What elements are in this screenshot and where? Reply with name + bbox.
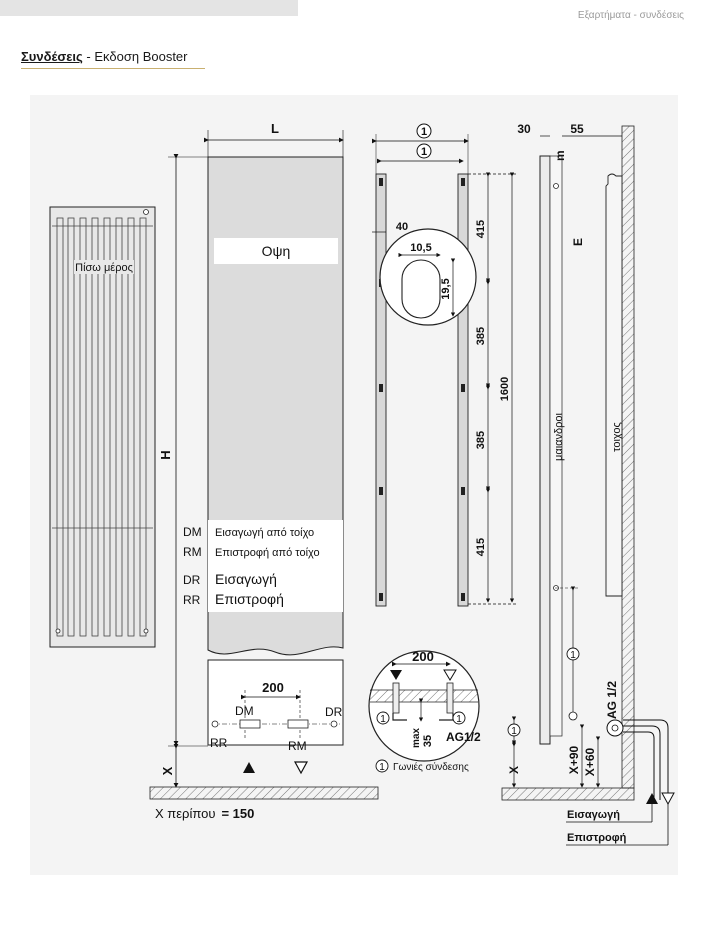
x-approx-label: X περίπου = 150: [155, 806, 254, 821]
legend-dm: Εισαγωγή από τοίχο: [215, 527, 314, 539]
code-dm: DM: [183, 525, 202, 539]
x-approx-value: = 150: [221, 806, 254, 821]
bracket-offset-dimension: 40: [396, 221, 408, 233]
side-x60-label: X+60: [583, 747, 597, 776]
flow-arrow-icon: [243, 762, 255, 773]
detail-caption: Γωνιές σύνδεσης: [393, 761, 469, 773]
detail-thread-label: AG1/2: [446, 730, 481, 744]
title-underline: [21, 68, 205, 69]
code-rr: RR: [183, 593, 201, 607]
bracket-total-1600: 1600: [499, 377, 511, 401]
bracket-spacing-415-top: 415: [475, 220, 487, 238]
side-return-label: Επιστροφή: [567, 832, 627, 844]
page-title: Συνδέσεις - Εκδοση Booster: [21, 49, 188, 64]
side-view: 30 55 m E μαιανδροι τοιχος 1 1 X X+90 X+…: [501, 122, 675, 846]
mounting-brackets: 1 1 10,5 19,5 40 415 385 385 415 1600: [372, 123, 518, 607]
bottom-dm-label: DM: [235, 704, 254, 718]
detail-marker-right: 1: [456, 714, 462, 725]
back-view: Πίσω μέρος: [49, 206, 156, 648]
view-label: Οψη: [262, 243, 291, 259]
slot-width-dimension: 10,5: [410, 242, 431, 254]
back-view-label: Πίσω μέρος: [75, 262, 133, 274]
bottom-rr-label: RR: [210, 736, 228, 750]
side-return-arrow-icon: [661, 792, 675, 806]
detail-max-value: 35: [422, 735, 434, 747]
slot-height-dimension: 19,5: [440, 278, 452, 299]
connection-detail: 200 1 1 max 35 AG1/2 1 Γωνιές σύνδεσης: [368, 649, 481, 773]
side-x-label: X: [507, 766, 521, 774]
wall-label: τοιχος: [611, 422, 623, 452]
breadcrumb: Εξαρτήματα - συνδέσεις: [577, 10, 684, 21]
page-title-bold: Συνδέσεις: [21, 49, 83, 64]
x-approx-prefix: X περίπου: [155, 806, 215, 821]
page-title-rest: - Εκδοση Booster: [82, 49, 188, 64]
header-bar: [0, 0, 298, 16]
side-m-label: m: [553, 150, 567, 161]
side-flow-label: Εισαγωγή: [567, 809, 620, 821]
bottom-rm-label: RM: [288, 739, 307, 753]
radiator-label: μαιανδροι: [553, 412, 565, 460]
legend-dr: Εισαγωγή: [215, 571, 277, 587]
code-rm: RM: [183, 545, 202, 559]
height-dimension: H: [158, 450, 173, 459]
bracket-spacing-385-b: 385: [475, 431, 487, 449]
front-view: Οψη L H X DM Εισαγωγή από τοίχο RM Επιστ…: [149, 121, 379, 821]
detail-marker-left: 1: [380, 714, 386, 725]
bracket-spacing-415-bottom: 415: [475, 538, 487, 556]
side-x90-label: X+90: [567, 745, 581, 774]
width-dimension: L: [271, 121, 279, 136]
side-marker-lower: 1: [511, 726, 517, 737]
detail-spacing-dimension: 200: [412, 649, 434, 664]
side-depth-55: 55: [570, 122, 584, 136]
bottom-dr-label: DR: [325, 705, 343, 719]
x-dimension: X: [160, 766, 175, 775]
caption-marker: 1: [379, 762, 385, 773]
side-thread-label: AG 1/2: [605, 681, 619, 719]
bracket-spacing-385-a: 385: [475, 327, 487, 345]
connection-spacing-dimension: 200: [262, 680, 284, 695]
return-arrow-icon: [293, 761, 309, 775]
side-e-label: E: [571, 238, 585, 246]
detail-max-label: max: [411, 728, 422, 748]
legend-rr: Επιστροφή: [215, 591, 284, 607]
bracket-width-marker-inner: 1: [421, 146, 427, 158]
code-dr: DR: [183, 573, 201, 587]
legend-rm: Επιστροφή από τοίχο: [215, 547, 320, 559]
side-flow-arrow-icon: [646, 793, 658, 804]
bracket-width-marker-outer: 1: [421, 126, 427, 138]
side-depth-30: 30: [517, 122, 531, 136]
side-marker-upper: 1: [570, 650, 576, 661]
